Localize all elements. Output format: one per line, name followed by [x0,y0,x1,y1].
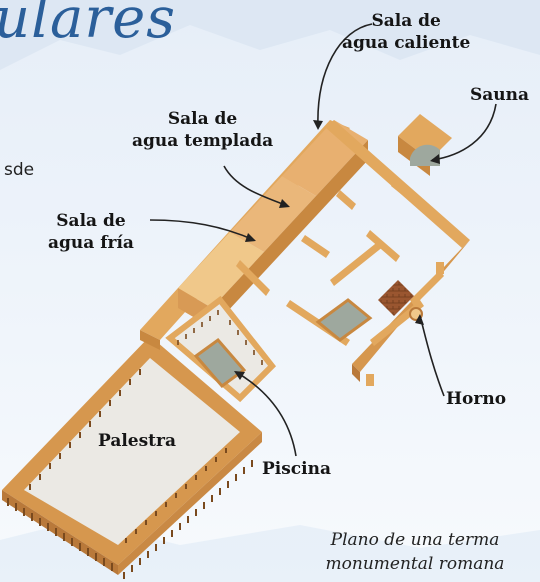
label-line: agua caliente [342,33,471,53]
label-sauna: Sauna [470,85,530,105]
label-line: agua templada [132,131,274,151]
label-sala-agua-templada: Sala de agua templada [132,108,273,152]
leader-arrowheads [234,120,440,380]
label-line: Sala de [371,11,441,31]
sauna-building [398,114,452,176]
label-line: Sala de [56,211,126,231]
page-title-fragment: ulares [0,0,177,51]
label-sala-agua-fria: Sala de agua fría [48,210,134,254]
caption-line: Plano de una terma [330,530,500,550]
palestra-building [2,336,262,579]
caption-line: monumental romana [325,554,505,574]
bath-complex [140,120,470,386]
label-sala-agua-caliente: Sala de agua caliente [342,10,470,54]
text-fragment: sde [4,160,35,180]
label-line: Sala de [167,109,238,129]
figure-caption: Plano de una terma monumental romana [300,528,530,576]
label-palestra: Palestra [98,431,177,451]
piscina-area [165,295,277,403]
label-piscina: Piscina [262,459,331,479]
label-line: agua fría [48,233,134,253]
label-horno: Horno [446,389,507,409]
leader-lines [149,23,497,457]
